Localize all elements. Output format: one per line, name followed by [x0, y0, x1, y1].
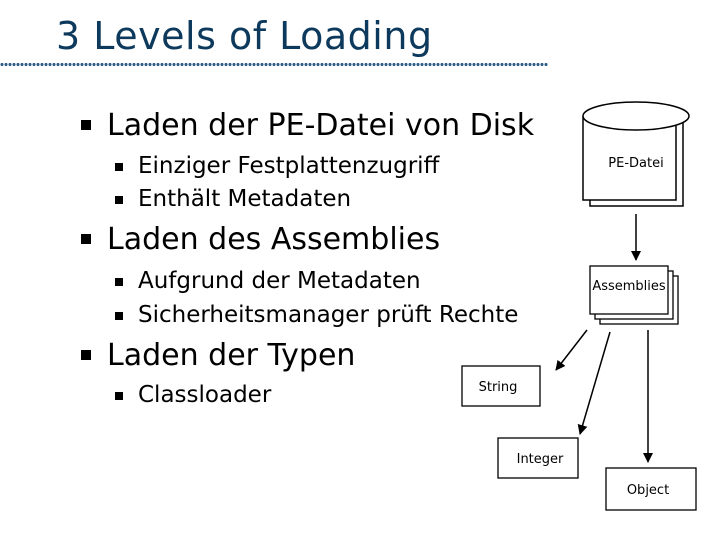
sub-bullet-text: Sicherheitsmanager prüft Rechte — [138, 302, 519, 328]
bullet-assemblies: Laden des Assemblies — [81, 222, 441, 257]
assemblies-stack-icon: Assemblies — [589, 265, 679, 325]
bullet-square-icon — [81, 234, 91, 244]
bullet-square-icon — [115, 163, 123, 171]
sub-bullet-text: Aufgrund der Metadaten — [138, 268, 421, 294]
arrow-to-string — [555, 329, 588, 371]
bullet-typen: Laden der Typen — [81, 338, 356, 373]
bullet-square-icon — [81, 120, 91, 130]
bullet-square-icon — [115, 196, 123, 204]
pe-datei-label: PE-Datei — [608, 156, 663, 171]
sub-bullet-text: Einziger Festplattenzugriff — [138, 153, 440, 179]
type-box-string: String — [461, 365, 541, 407]
bullet-square-icon — [115, 278, 123, 286]
sub-bullet: Einziger Festplattenzugriff — [115, 153, 440, 179]
sub-bullet-text: Classloader — [138, 382, 272, 408]
arrow-to-integer — [577, 331, 611, 435]
type-label: String — [479, 380, 518, 395]
bullet-square-icon — [81, 350, 91, 360]
bullet-square-icon — [115, 392, 123, 400]
type-box-integer: Integer — [497, 437, 579, 479]
type-label: Integer — [517, 452, 564, 467]
assemblies-label: Assemblies — [592, 279, 666, 294]
slide-title: 3 Levels of Loading — [56, 14, 433, 58]
bullet-pe-datei: Laden der PE-Datei von Disk — [81, 108, 535, 143]
sub-bullet: Enthält Metadaten — [115, 186, 352, 212]
type-label: Object — [627, 483, 669, 498]
pe-datei-disk-icon: PE-Datei — [582, 101, 690, 207]
bullet-text: Laden der PE-Datei von Disk — [107, 108, 535, 143]
sub-bullet: Classloader — [115, 382, 272, 408]
bullet-text: Laden der Typen — [107, 338, 356, 373]
type-box-object: Object — [605, 467, 697, 511]
sub-bullet: Aufgrund der Metadaten — [115, 268, 421, 294]
bullet-square-icon — [115, 312, 123, 320]
sub-bullet-text: Enthält Metadaten — [138, 186, 352, 212]
title-underline — [0, 62, 548, 67]
sub-bullet: Sicherheitsmanager prüft Rechte — [115, 302, 519, 328]
bullet-text: Laden des Assemblies — [107, 222, 441, 257]
